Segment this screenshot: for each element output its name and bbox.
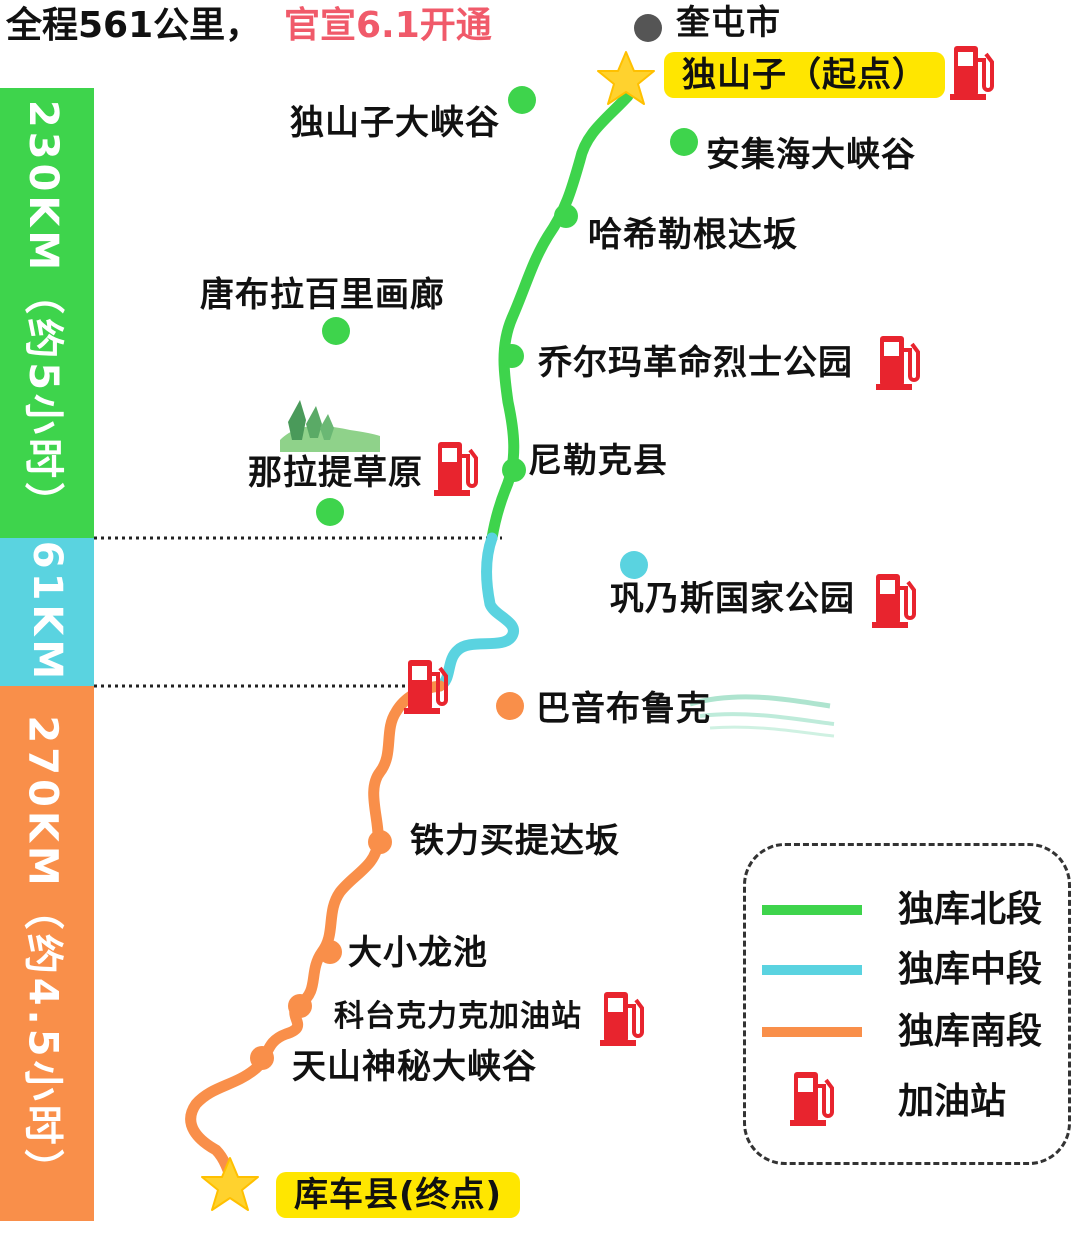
route-north — [486, 90, 634, 544]
label-tianshan-canyon: 天山神秘大峡谷 — [292, 1047, 537, 1087]
city-dot-icon — [634, 14, 662, 42]
poi-dot-icon — [496, 692, 524, 720]
label-qiaoerma: 乔尔玛革命烈士公园 — [538, 343, 853, 383]
poi-dot-icon — [508, 86, 536, 114]
label-nilka: 尼勒克县 — [528, 441, 668, 481]
page-title-accent: 官宣6.1开通 — [284, 5, 492, 46]
poi-dot-icon — [322, 317, 350, 345]
page-title: 全程561公里， — [6, 5, 262, 46]
fuel-pump-icon — [598, 990, 644, 1048]
route-south — [185, 680, 446, 1194]
fuel-pump-icon — [948, 44, 994, 102]
label-ketaike-station: 科台克力克加油站 — [334, 999, 582, 1034]
waypoint-ketaike — [288, 994, 312, 1018]
label-kuitun: 奎屯市 — [676, 3, 781, 43]
label-end: 库车县(终点) — [276, 1172, 521, 1218]
legend-middle-label: 独库中段 — [898, 949, 1043, 990]
poi-dot-icon — [670, 128, 698, 156]
poi-dot-icon — [316, 498, 344, 526]
poi-dot-icon — [620, 551, 648, 579]
grassland-trees-icon — [280, 400, 380, 452]
label-dushanzi-canyon: 独山子大峡谷 — [290, 103, 500, 143]
legend — [743, 843, 1071, 1165]
brush-stroke-decoration — [689, 694, 835, 738]
label-tangbula: 唐布拉百里画廊 — [200, 275, 445, 315]
label-nalati: 那拉提草原 — [248, 453, 423, 493]
label-tielimaiti-pass: 铁力买提达坂 — [410, 821, 620, 861]
waypoint-longchi — [318, 940, 342, 964]
legend-fuel-label: 加油站 — [898, 1081, 1007, 1122]
star-icon-end — [201, 1157, 259, 1211]
legend-north-label: 独库北段 — [898, 889, 1043, 930]
fuel-pump-icon — [870, 572, 916, 630]
waypoint-tianshan — [250, 1046, 274, 1070]
waypoint-tielimaiti — [368, 830, 392, 854]
segment-bar-middle: 61KM — [0, 538, 94, 686]
label-gongnaisi: 巩乃斯国家公园 — [610, 579, 855, 619]
waypoint-nilka — [502, 458, 526, 482]
waypoint-haxilegen — [554, 204, 578, 228]
segment-bar-south: 270KM（约4.5小时） — [0, 686, 94, 1221]
fuel-pump-icon — [874, 334, 920, 392]
legend-south-label: 独库南段 — [898, 1011, 1043, 1052]
fuel-pump-icon — [432, 440, 478, 498]
label-anjihai-canyon: 安集海大峡谷 — [706, 135, 916, 175]
segment-bar-north: 230KM（约5小时） — [0, 88, 94, 538]
label-bayinbuluke: 巴音布鲁克 — [536, 689, 711, 729]
route-middle — [434, 532, 519, 692]
label-daxiaolongchi: 大小龙池 — [348, 933, 488, 973]
fuel-pump-icon — [402, 658, 448, 716]
label-haxilegen-pass: 哈希勒根达坂 — [588, 215, 798, 255]
label-start: 独山子（起点） — [664, 52, 945, 98]
waypoint-qiaoerma — [500, 344, 524, 368]
